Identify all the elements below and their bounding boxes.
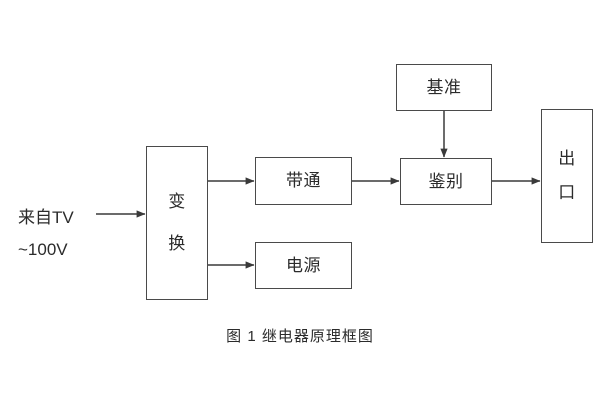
block-discriminate[interactable]: 鉴别 (400, 158, 492, 205)
block-output-label: 出 口 (558, 149, 576, 202)
block-bandpass[interactable]: 带通 (255, 157, 352, 205)
figure-caption: 图 1 继电器原理框图 (226, 328, 374, 345)
block-transform[interactable]: 变 换 (146, 146, 208, 300)
block-power-supply-label: 电源 (286, 255, 321, 275)
block-reference-label: 基准 (426, 77, 462, 97)
block-discriminate-label: 鉴别 (428, 171, 464, 191)
block-output[interactable]: 出 口 (541, 109, 593, 243)
block-transform-label: 变 换 (168, 192, 186, 253)
input-source-label-line2: ~100V (18, 240, 68, 259)
block-reference[interactable]: 基准 (396, 64, 492, 111)
input-source-label-line1: 来自TV (18, 208, 74, 227)
block-bandpass-label: 带通 (286, 171, 321, 191)
block-power-supply[interactable]: 电源 (255, 242, 352, 289)
